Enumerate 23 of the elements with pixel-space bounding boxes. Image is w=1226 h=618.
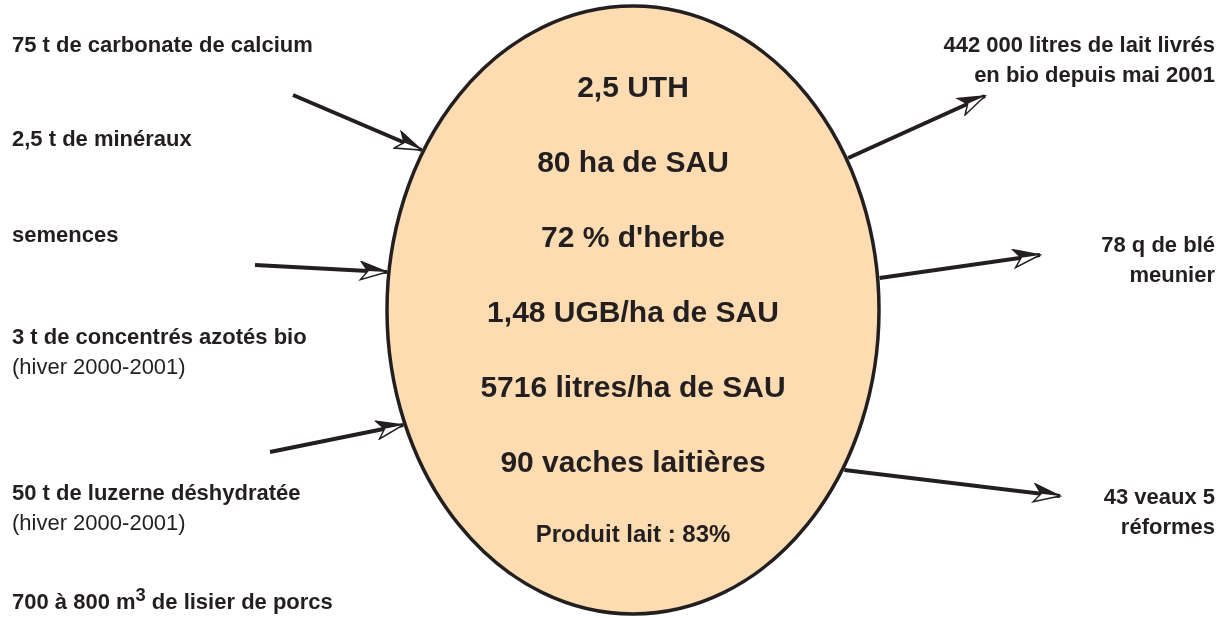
arrow [879, 249, 1041, 280]
ellipse-text: 72 % d'herbe [540, 220, 726, 254]
ellipse-text: 1,48 UGB/ha de SAU [486, 295, 780, 329]
arrow [269, 420, 404, 454]
arrow [292, 93, 423, 152]
input-label: 2,5 t de minéraux [12, 125, 192, 153]
input-label: 700 à 800 m$^{3}$ de lisier de porcs [12, 583, 333, 617]
arrow [254, 260, 388, 281]
output-text: 78 q de blé meunier [1040, 230, 1215, 290]
output-text: 43 veaux 5 réformes [1060, 482, 1215, 542]
input-label: semences [12, 221, 119, 249]
ellipse-text: 80 ha de SAU [536, 145, 730, 179]
input-label: 50 t de luzerne déshydratée (hiver 2000-2001) [12, 479, 302, 537]
arrow [847, 94, 986, 160]
output-text: 442 000 litres de lait livrés en bio depuis mai 2001 [905, 30, 1215, 90]
arrow [844, 468, 1061, 503]
input-label: 3 t de concentrés azotés bio (hiver 2000-2001) [12, 323, 308, 381]
ellipse-text: Produit lait : 83% [534, 520, 732, 548]
ellipse-text: 5716 litres/ha de SAU [479, 370, 787, 404]
input-label: 75 t de carbonate de calcium [12, 31, 313, 59]
ellipse-text: 90 vaches laitières [499, 445, 767, 479]
ellipse-node [385, 4, 881, 616]
ellipse-text: 2,5 UTH [576, 70, 690, 104]
